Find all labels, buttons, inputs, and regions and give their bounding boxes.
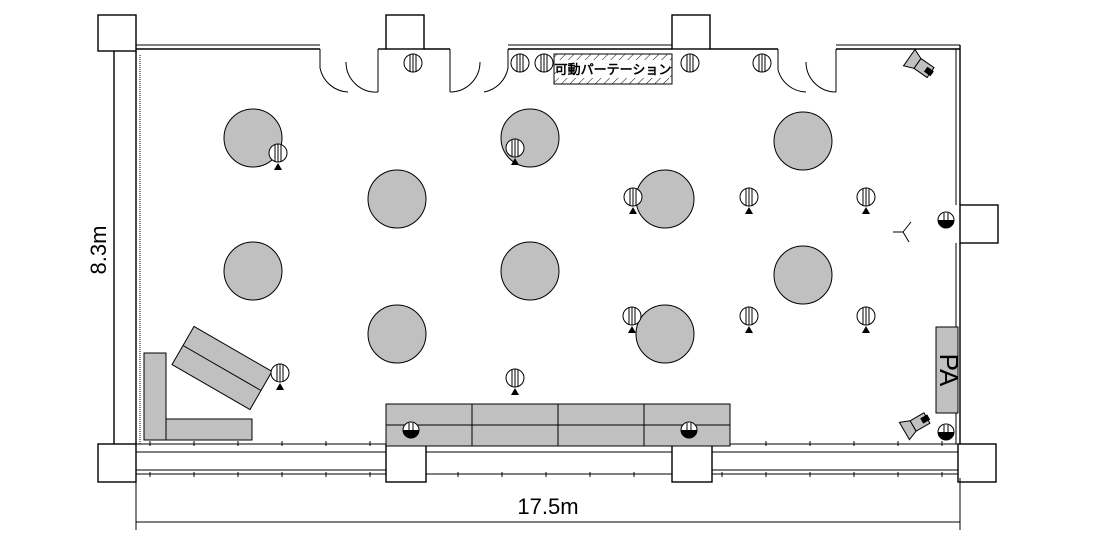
column-top-mid (385, 14, 425, 50)
doors (319, 49, 837, 93)
light-fixture-icon (510, 53, 530, 73)
light-fixture-icon (752, 53, 772, 73)
column-top-right (671, 14, 711, 50)
round-table (500, 241, 560, 301)
pa-label: PA (934, 354, 964, 387)
depth-dimension: 8.3m (86, 226, 111, 275)
light-fixture-icon (680, 53, 700, 73)
column-top-left (97, 14, 137, 52)
long-tables: PA (143, 325, 964, 447)
light-fixture-icon (623, 187, 643, 214)
movable-partition: 可動パーテーション (553, 53, 673, 85)
column-right (959, 204, 999, 244)
width-dimension: 17.5m (517, 494, 578, 519)
partition-label: 可動パーテーション (555, 62, 672, 78)
pa-desk (935, 326, 959, 414)
light-fixtures (268, 53, 876, 395)
door-icon (319, 49, 379, 93)
door-icon (449, 49, 509, 93)
round-table (500, 108, 560, 168)
round-tables (223, 108, 833, 364)
round-table (635, 304, 695, 364)
light-fixture-icon (534, 53, 554, 73)
round-table (367, 304, 427, 364)
column-bottom-right (671, 443, 713, 483)
side-table (165, 418, 253, 441)
light-fixture-icon (739, 187, 759, 214)
round-table (773, 111, 833, 171)
round-table (773, 245, 833, 305)
light-fixture-icon (268, 143, 288, 170)
angled-table (171, 325, 273, 411)
column-bottom-far-right (957, 443, 997, 483)
dimensions: 17.5m 8.3m (86, 51, 961, 530)
column-bottom-left (97, 443, 137, 483)
light-fixture-icon (739, 306, 759, 333)
speaker-icon (898, 412, 931, 441)
column-bottom-mid (385, 443, 427, 483)
light-fixture-icon (856, 187, 876, 214)
outlet-icon (680, 421, 698, 439)
light-fixture-icon (622, 306, 642, 333)
outlets (402, 211, 955, 441)
outlet-icon (937, 423, 955, 441)
round-table (223, 108, 283, 168)
light-fixture-icon (505, 368, 525, 395)
side-table (143, 352, 167, 441)
round-table (367, 169, 427, 229)
fan-icon (893, 221, 912, 243)
light-fixture-icon (856, 306, 876, 333)
round-table (223, 241, 283, 301)
outlet-icon (402, 421, 420, 439)
outlet-icon (937, 211, 955, 229)
light-fixture-icon (270, 363, 290, 390)
speaker-icon (902, 48, 935, 79)
door-icon (777, 49, 837, 93)
light-fixture-icon (403, 53, 423, 73)
round-table (635, 169, 695, 229)
light-fixture-icon (505, 138, 525, 165)
